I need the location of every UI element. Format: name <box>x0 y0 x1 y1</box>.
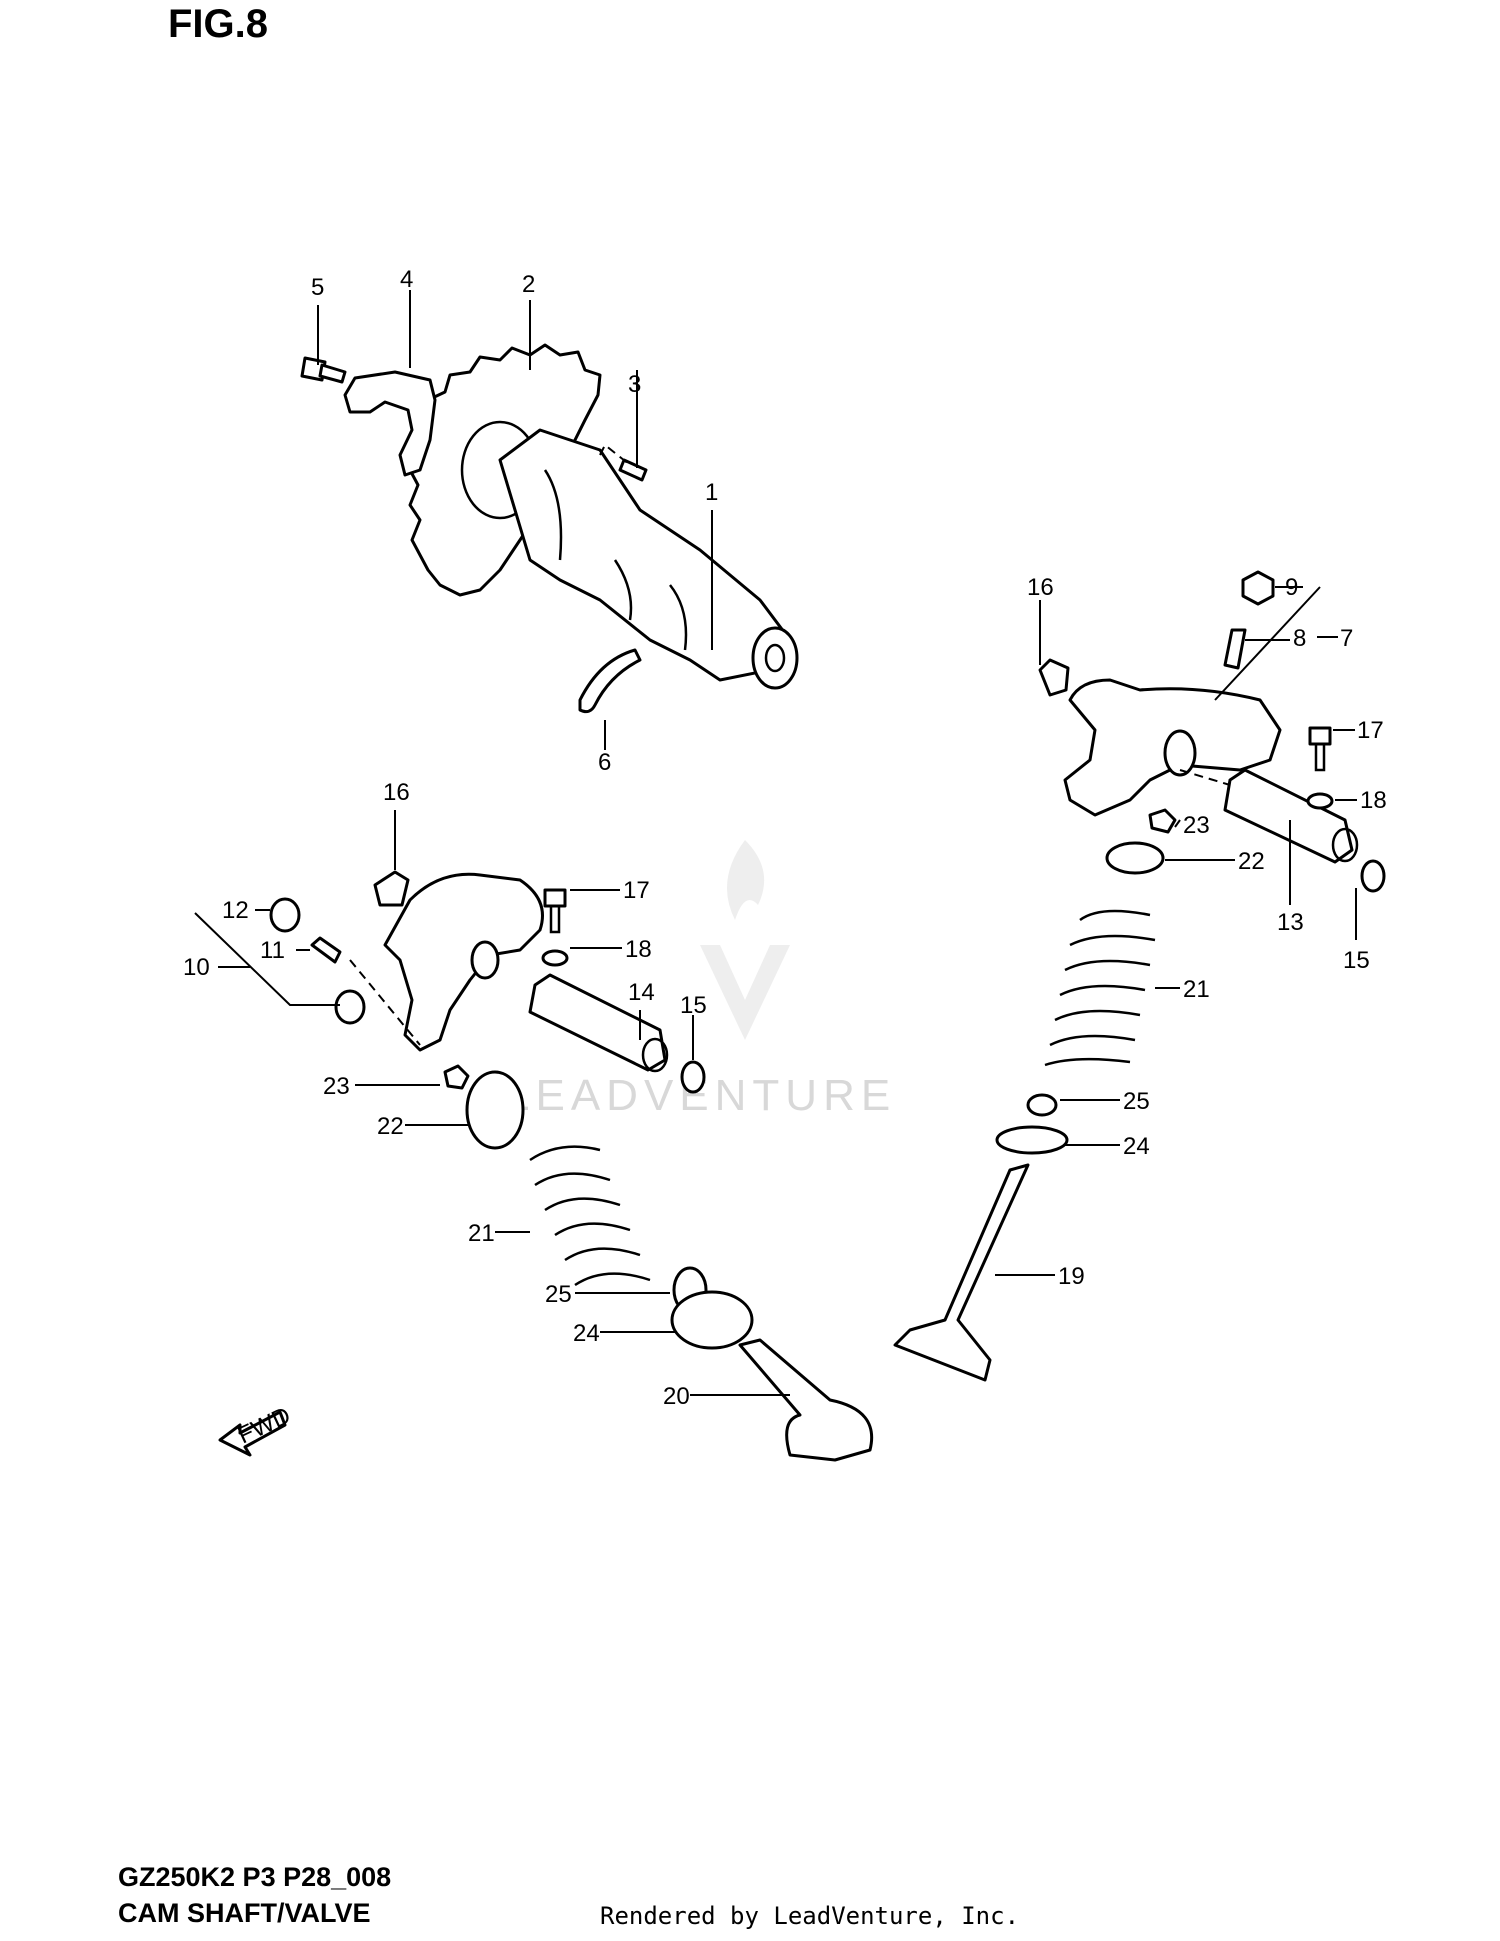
callout-22a: 22 <box>1238 848 1265 875</box>
callout-4: 4 <box>400 266 413 293</box>
footer-model-code: GZ250K2 P3 P28_008 <box>118 1862 392 1892</box>
o-ring-right <box>1360 859 1386 893</box>
adjusting-screw-right <box>1223 628 1247 670</box>
valve-spring-retainer-right <box>1105 841 1165 875</box>
callout-16b: 16 <box>383 779 410 806</box>
callout-13: 13 <box>1277 909 1304 936</box>
guide-plate-right <box>1038 658 1070 697</box>
right-shaft-guide-line <box>1179 769 1231 786</box>
fwd-direction-arrow: FWD <box>218 1402 295 1457</box>
left-rocker-arm <box>383 872 544 1052</box>
callout-22b: 22 <box>377 1113 404 1140</box>
adjusting-nut-left <box>269 897 301 933</box>
watermark-logo <box>700 840 790 1040</box>
callout-14: 14 <box>628 979 655 1006</box>
callout-11: 11 <box>260 937 285 964</box>
callout-3: 3 <box>628 371 641 398</box>
washer-right <box>1306 792 1334 810</box>
sprocket-pin <box>618 458 648 482</box>
callout-19: 19 <box>1058 1263 1085 1290</box>
right-rocker-arm <box>1063 678 1282 817</box>
camshaft <box>498 428 799 690</box>
callout-17b: 17 <box>623 877 650 904</box>
shaft-bolt-right <box>1308 726 1332 772</box>
callout-23a: 23 <box>1183 812 1210 839</box>
sprocket-bolt <box>300 356 347 384</box>
exhaust-valve <box>893 1163 1030 1382</box>
callout-12: 12 <box>222 897 249 924</box>
callout-8: 8 <box>1293 625 1306 652</box>
sprocket-lock-washer <box>343 370 437 477</box>
shaft-bolt-left <box>543 888 567 934</box>
fwd-arrow-label: FWD <box>234 1402 295 1450</box>
pin-guide-line <box>599 443 631 466</box>
callout-20: 20 <box>663 1383 690 1410</box>
callout-6: 6 <box>598 749 611 776</box>
left-shaft-guide-line <box>349 959 421 1046</box>
valve-spring-retainer-left <box>465 1070 525 1150</box>
callout-17a: 17 <box>1357 717 1384 744</box>
decomp-spring <box>578 648 642 714</box>
spring-seat-left <box>443 1064 470 1090</box>
intake-valve <box>738 1338 874 1462</box>
callout-2: 2 <box>522 271 535 298</box>
callout-25a: 25 <box>1123 1088 1150 1115</box>
callout-21b: 21 <box>468 1220 495 1247</box>
adjusting-screw-left <box>310 936 342 964</box>
callout-15b: 15 <box>680 992 707 1019</box>
callout-18a: 18 <box>1360 787 1387 814</box>
exhaust-valve-cotter-right <box>1026 1093 1058 1117</box>
callout-24a: 24 <box>1123 1133 1150 1160</box>
footer-assembly-name: CAM SHAFT/VALVE <box>118 1898 371 1928</box>
callout-24b: 24 <box>573 1320 600 1347</box>
callout-5: 5 <box>311 274 324 301</box>
callout-25b: 25 <box>545 1281 572 1308</box>
guide-plate-left <box>373 870 410 907</box>
callout-10: 10 <box>183 954 210 981</box>
footer-credit: Rendered by LeadVenture, Inc. <box>600 1902 1020 1930</box>
callout-21a: 21 <box>1183 976 1210 1003</box>
adjusting-nut-right <box>1241 570 1275 606</box>
callout-9: 9 <box>1285 574 1298 601</box>
valve-spring-left <box>529 1145 651 1287</box>
callout-18b: 18 <box>625 936 652 963</box>
callout-23b: 23 <box>323 1073 350 1100</box>
rocker-shaft-left <box>528 973 669 1073</box>
valve-stem-seal-right <box>995 1125 1069 1155</box>
callout-7: 7 <box>1340 625 1353 652</box>
rocker-pad-left <box>334 989 366 1025</box>
callout-15a: 15 <box>1343 947 1370 974</box>
o-ring-left <box>680 1060 706 1094</box>
washer-left <box>541 949 569 967</box>
valve-spring-right <box>1044 909 1156 1067</box>
leader-lines <box>194 290 1357 1396</box>
spring-seat-right <box>1148 808 1177 834</box>
rocker-shaft-right <box>1223 768 1359 864</box>
callout-16a: 16 <box>1027 574 1054 601</box>
valve-stem-seal-left <box>670 1290 754 1350</box>
callout-1: 1 <box>705 479 718 506</box>
figure-title: FIG.8 <box>168 2 269 46</box>
